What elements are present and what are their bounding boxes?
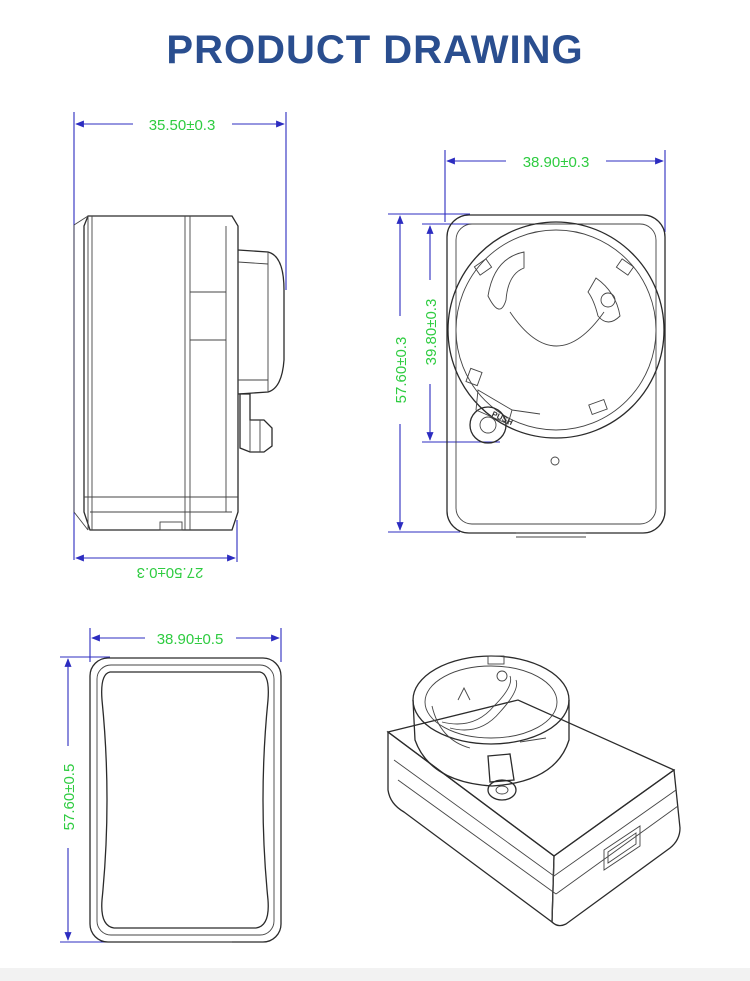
front-view: 38.90±0.5 57.60±0.5 [60,628,282,943]
dim-back-height: 57.60±0.3 [393,337,410,404]
isometric-view [386,655,681,927]
dim-front-width: 38.90±0.5 [157,631,224,648]
dim-back-width: 38.90±0.3 [523,154,590,171]
page-title: PRODUCT DRAWING [166,28,584,72]
bottom-band [0,968,750,981]
back-view: 38.90±0.3 57.60±0.3 39.80±0.3 PUSH [388,150,666,538]
dim-front-height: 57.60±0.5 [61,764,78,831]
dim-side-width: 35.50±0.3 [149,117,216,134]
side-view: 35.50±0.3 27.50±0.3 [73,112,287,581]
dim-back-inner: 39.80±0.3 [423,299,440,366]
dim-side-depth: 27.50±0.3 [137,564,204,581]
